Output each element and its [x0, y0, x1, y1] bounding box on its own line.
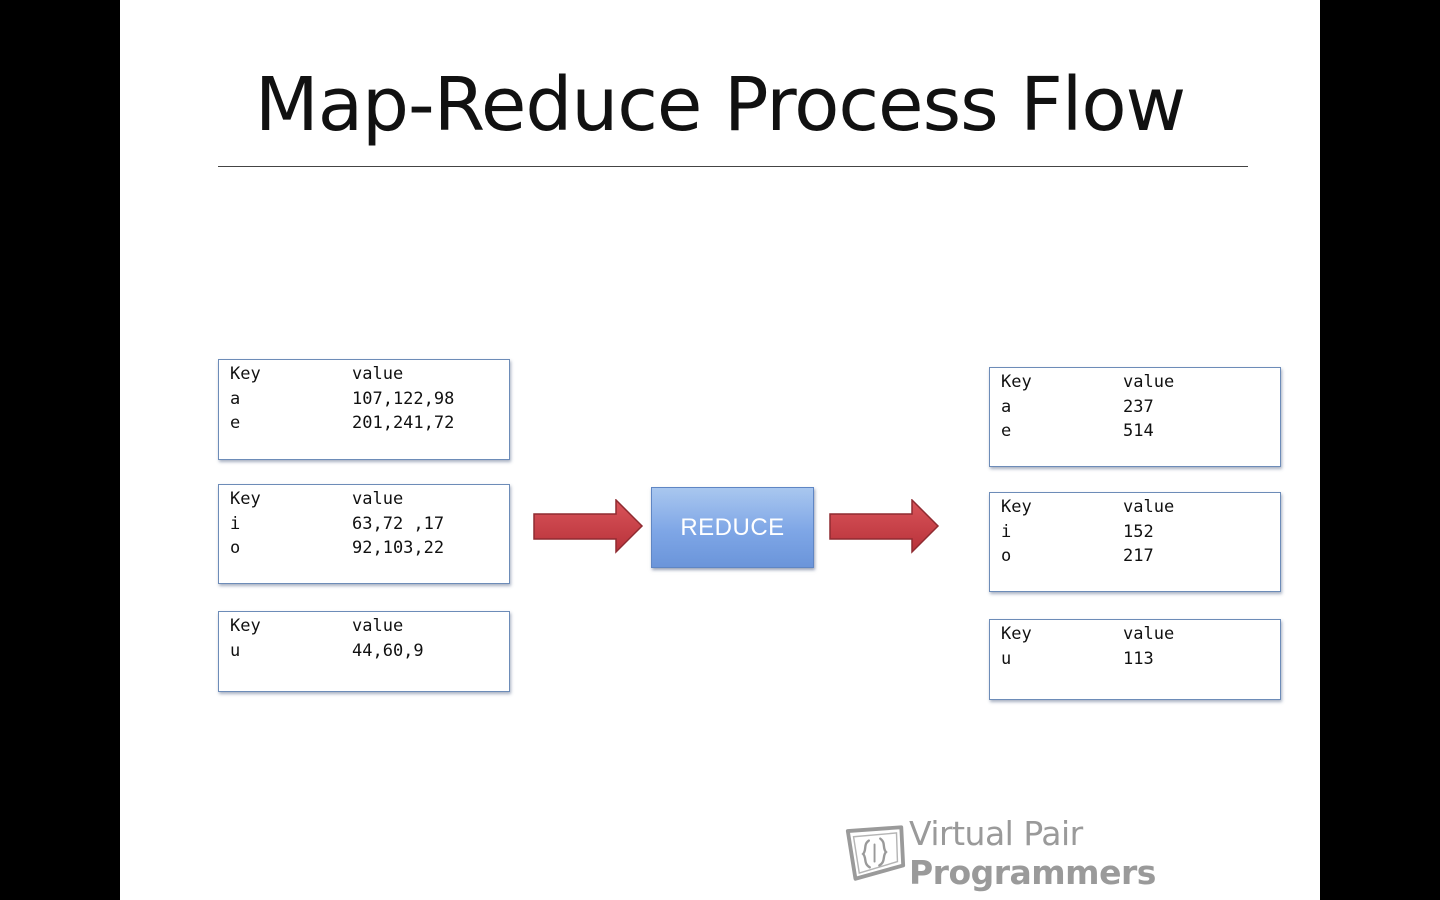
kv-key: o [230, 538, 241, 558]
value-header: value [1123, 624, 1175, 644]
value-header: value [1123, 497, 1175, 517]
kv-row: u 113 [1001, 647, 1280, 672]
key-header: Key [230, 489, 261, 509]
input-group-1: Key value a 107,122,98 e 201,241,72 [218, 359, 510, 460]
kv-header-row: Key value [1001, 495, 1280, 520]
brand-name: Virtual Pair Programmers [909, 814, 1320, 892]
value-header: value [352, 616, 404, 636]
slide: Map-Reduce Process Flow Key value a 107,… [120, 0, 1320, 900]
kv-row: o 217 [1001, 544, 1280, 569]
kv-key: u [1001, 648, 1012, 669]
key-header: Key [1001, 624, 1032, 644]
key-header: Key [1001, 372, 1032, 392]
virtual-pair-programmers-logo-icon [845, 825, 906, 881]
kv-key: e [1001, 421, 1012, 441]
kv-row: i 63,72 ,17 [230, 512, 509, 537]
kv-key: a [1001, 396, 1012, 417]
kv-row: e 201,241,72 [230, 411, 509, 436]
brand-name-light: Virtual Pair [909, 814, 1083, 853]
right-arrow-icon [829, 499, 940, 554]
kv-row: i 152 [1001, 520, 1280, 545]
kv-header-row: Key value [1001, 370, 1280, 395]
kv-row: u 44,60,9 [230, 639, 509, 664]
title-divider [218, 166, 1248, 167]
kv-header-row: Key value [1001, 622, 1280, 647]
output-group-2: Key value i 152 o 217 [989, 492, 1281, 592]
key-header: Key [230, 616, 261, 636]
input-group-2: Key value i 63,72 ,17 o 92,103,22 [218, 484, 510, 584]
brand-name-bold: Programmers [909, 853, 1156, 892]
kv-key: u [230, 640, 241, 661]
kv-value: 92,103,22 [352, 538, 445, 558]
kv-row: o 92,103,22 [230, 536, 509, 561]
right-arrow-icon [533, 499, 644, 554]
key-header: Key [230, 364, 261, 384]
reduce-box: REDUCE [651, 487, 814, 568]
value-header: value [352, 364, 404, 384]
input-group-3: Key value u 44,60,9 [218, 611, 510, 692]
kv-value: 113 [1123, 648, 1154, 669]
kv-value: 217 [1123, 546, 1154, 566]
kv-value: 44,60,9 [352, 640, 424, 661]
slide-title: Map-Reduce Process Flow [254, 62, 1186, 148]
kv-value: 237 [1123, 396, 1154, 417]
kv-value: 63,72 ,17 [352, 513, 445, 534]
value-header: value [1123, 372, 1175, 392]
kv-header-row: Key value [230, 362, 509, 387]
kv-key: a [230, 388, 241, 409]
reduce-label: REDUCE [680, 513, 785, 541]
kv-value: 201,241,72 [352, 413, 455, 433]
output-group-1: Key value a 237 e 514 [989, 367, 1281, 467]
kv-key: e [230, 413, 241, 433]
kv-key: i [1001, 521, 1012, 542]
kv-header-row: Key value [230, 614, 509, 639]
kv-value: 107,122,98 [352, 388, 455, 409]
kv-key: o [1001, 546, 1012, 566]
kv-header-row: Key value [230, 487, 509, 512]
key-header: Key [1001, 497, 1032, 517]
kv-value: 514 [1123, 421, 1154, 441]
value-header: value [352, 489, 404, 509]
brand-logo: Virtual Pair Programmers [844, 814, 1320, 892]
kv-row: e 514 [1001, 419, 1280, 444]
output-group-3: Key value u 113 [989, 619, 1281, 700]
kv-row: a 237 [1001, 395, 1280, 420]
kv-value: 152 [1123, 521, 1154, 542]
kv-row: a 107,122,98 [230, 387, 509, 412]
kv-key: i [230, 513, 241, 534]
